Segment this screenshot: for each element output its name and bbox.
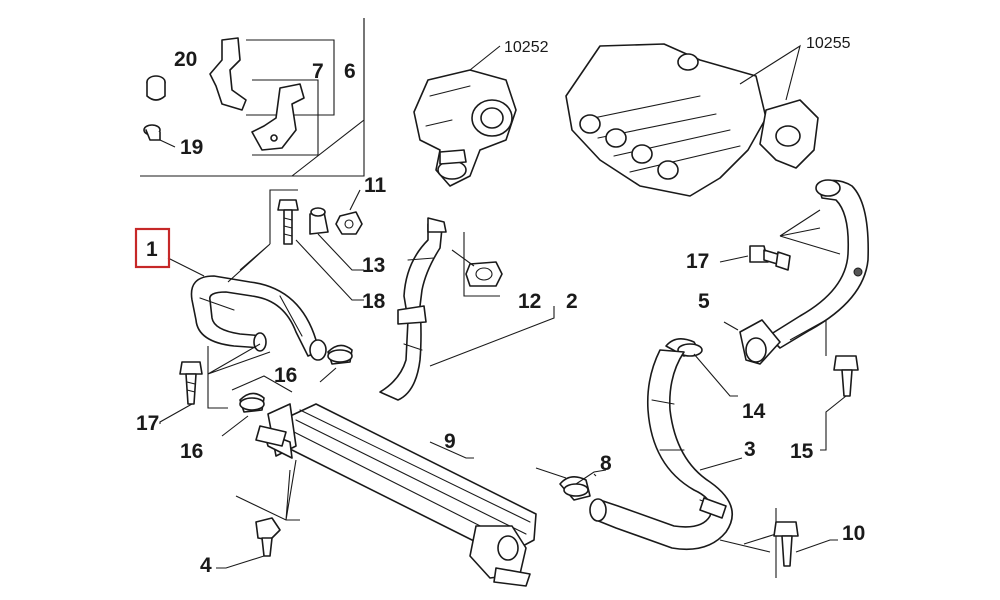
nut-part-11 [335, 211, 363, 235]
callout-20[interactable]: 20 [174, 48, 197, 71]
bolt-part-10 [773, 521, 799, 567]
clamp-part-8 [559, 476, 591, 501]
callout-4[interactable]: 4 [200, 554, 212, 577]
callout-16-lower[interactable]: 16 [180, 440, 203, 463]
callout-2[interactable]: 2 [566, 290, 578, 313]
bracket-part [209, 37, 305, 151]
selected-callout-highlight [134, 227, 171, 269]
reference-label-turbo: 10252 [504, 39, 549, 56]
intercooler-part-9 [255, 403, 537, 587]
inset-panel [140, 18, 365, 177]
callout-10[interactable]: 10 [842, 522, 865, 545]
callout-3[interactable]: 3 [744, 438, 756, 461]
callout-17-left[interactable]: 17 [136, 412, 159, 435]
callout-14[interactable]: 14 [742, 400, 766, 423]
reference-label-manifold: 10255 [806, 35, 851, 52]
turbocharger-assembly [413, 69, 517, 187]
hose-part-5 [739, 179, 869, 365]
callout-1[interactable]: 1 [146, 238, 158, 261]
intake-manifold [565, 43, 819, 197]
bolt-part-15 [833, 355, 859, 397]
callout-12[interactable]: 12 [518, 290, 541, 313]
hose-part-2 [379, 217, 447, 401]
callout-17-right[interactable]: 17 [686, 250, 709, 273]
gasket-part-12 [465, 261, 503, 287]
hose-part-3 [589, 349, 734, 551]
callout-18[interactable]: 18 [362, 290, 386, 313]
bushing-part [143, 124, 176, 148]
callout-15[interactable]: 15 [790, 440, 814, 463]
callout-7[interactable]: 7 [312, 60, 324, 83]
bolt-part-17-right [749, 245, 791, 271]
callout-8[interactable]: 8 [600, 452, 612, 475]
cap-part-13 [309, 207, 329, 235]
hose-part-1 [190, 275, 327, 361]
callout-9[interactable]: 9 [444, 430, 456, 453]
callout-11[interactable]: 11 [364, 174, 387, 197]
callout-5[interactable]: 5 [698, 290, 710, 313]
grommet-part [146, 75, 166, 101]
callout-19[interactable]: 19 [180, 136, 203, 159]
bolt-part-17-left [179, 361, 203, 405]
clamp-part-16-lower [239, 392, 265, 413]
bolt-part-18 [277, 199, 299, 245]
callout-16-upper[interactable]: 16 [274, 364, 297, 387]
bolt-part-4 [255, 517, 281, 557]
callout-13[interactable]: 13 [362, 254, 385, 277]
clamp-part-16-upper [327, 344, 353, 365]
callout-6[interactable]: 6 [344, 60, 356, 83]
